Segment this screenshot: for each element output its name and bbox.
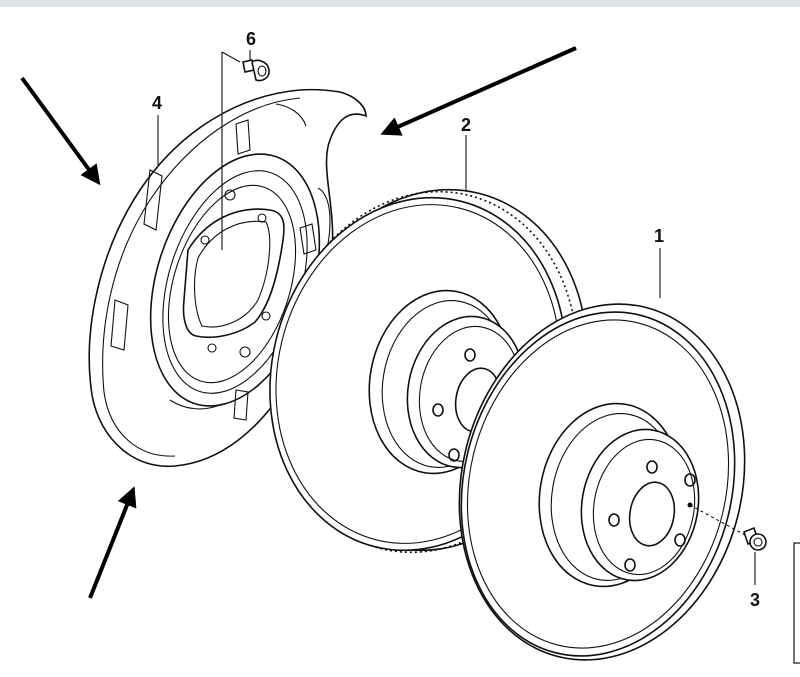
label-part-4: 4 [152, 93, 162, 113]
label-part-6: 6 [246, 29, 256, 49]
bolt [221, 50, 270, 250]
solid-brake-disc [458, 303, 746, 661]
label-part-2: 2 [461, 115, 471, 135]
label-part-1: 1 [654, 226, 664, 246]
arrow-lower-left [88, 486, 137, 599]
cropped-inset-box [793, 542, 800, 664]
arrow-upper-left [20, 76, 101, 186]
screw [689, 504, 767, 585]
label-part-3: 3 [750, 590, 760, 610]
top-strip [0, 0, 800, 7]
arrow-upper-right [380, 46, 577, 136]
dust-shield [88, 88, 367, 468]
